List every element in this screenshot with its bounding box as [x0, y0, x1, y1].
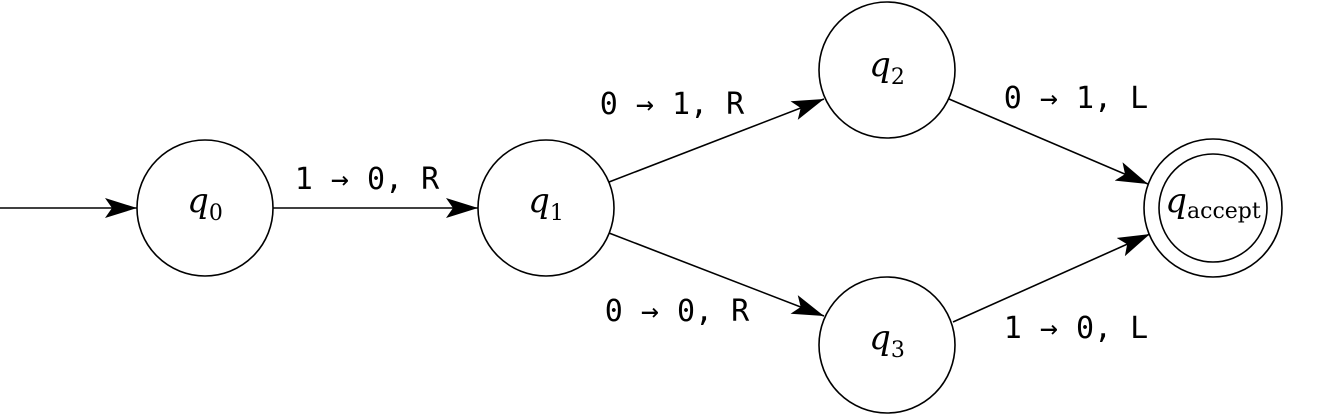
state-q0-sub: 0 [209, 201, 223, 226]
state-q3: q3 [818, 276, 956, 414]
state-q2-var: q [869, 45, 891, 85]
state-q1-var: q [528, 181, 550, 221]
svg-text:q3: q3 [869, 318, 905, 363]
state-q3-sub: 3 [891, 338, 905, 363]
state-qaccept-var: q [1165, 181, 1187, 221]
label-q1-q3: 0 → 0, R [605, 294, 750, 329]
svg-text:q2: q2 [869, 45, 905, 90]
edge-q2-qaccept [948, 98, 1149, 185]
label-q0-q1: 1 → 0, R [295, 162, 440, 197]
state-q1-sub: 1 [550, 201, 564, 226]
state-q2: q2 [818, 1, 956, 139]
label-q3-qaccept: 1 → 0, L [1004, 311, 1149, 346]
state-qaccept: qaccept [1143, 138, 1283, 278]
svg-text:q0: q0 [187, 181, 223, 226]
label-q2-qaccept: 0 → 1, L [1004, 81, 1149, 116]
state-q1: q1 [477, 139, 615, 277]
state-q0: q0 [136, 139, 274, 277]
label-q1-q2: 0 → 1, R [600, 87, 745, 122]
svg-text:q1: q1 [528, 181, 564, 226]
edge-q1-q3 [608, 232, 825, 317]
state-q0-var: q [187, 181, 209, 221]
state-q2-sub: 2 [891, 65, 905, 90]
edge-q1-q2 [608, 98, 825, 183]
svg-text:qaccept: qaccept [1165, 181, 1261, 224]
edge-q3-qaccept [952, 233, 1151, 323]
state-qaccept-sub: accept [1187, 199, 1261, 224]
state-q3-var: q [869, 318, 891, 358]
